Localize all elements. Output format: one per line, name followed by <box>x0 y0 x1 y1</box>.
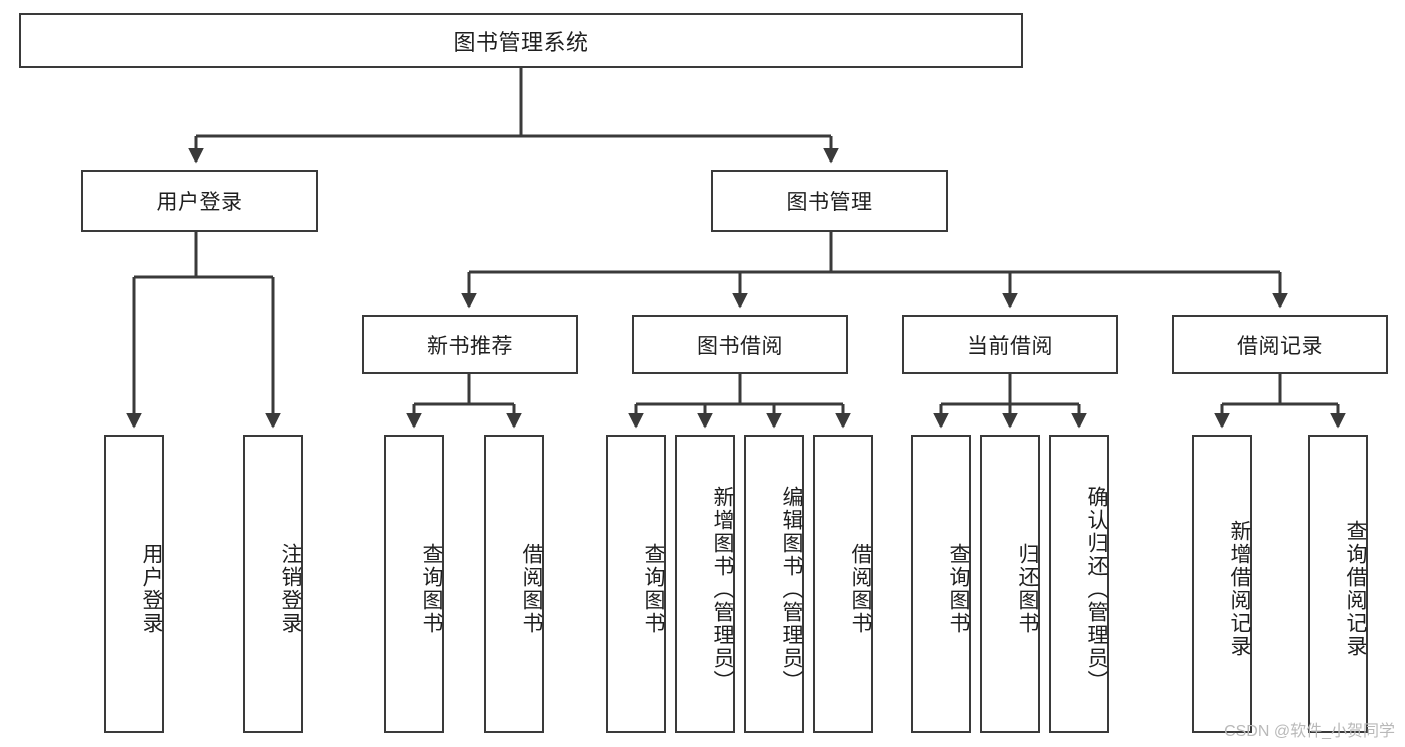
leaf-borrow-book-from-book-borrow[interactable]: 借阅图书 <box>813 435 873 733</box>
node-user-login[interactable]: 用户登录 <box>81 170 318 232</box>
node-label: 查询图书 <box>420 543 443 635</box>
leaf-edit-book-admin[interactable]: 编辑图书（管理员） <box>744 435 804 733</box>
node-label: 借阅图书 <box>849 543 872 635</box>
node-label: 用户登录 <box>140 543 163 635</box>
node-label: 借阅图书 <box>520 543 543 635</box>
node-label: 图书借阅 <box>697 334 783 358</box>
leaf-borrow-book-from-new-book[interactable]: 借阅图书 <box>484 435 544 733</box>
node-label: 归还图书 <box>1016 543 1039 635</box>
node-label: 注销登录 <box>279 543 302 635</box>
leaf-confirm-return-admin[interactable]: 确认归还（管理员） <box>1049 435 1109 733</box>
node-label: 用户登录 <box>156 191 243 214</box>
leaf-add-book-admin[interactable]: 新增图书（管理员） <box>675 435 735 733</box>
leaf-return-book[interactable]: 归还图书 <box>980 435 1040 733</box>
node-book-borrow[interactable]: 图书借阅 <box>632 315 848 374</box>
node-label: 图书管理 <box>786 191 873 214</box>
node-root-book-management-system[interactable]: 图书管理系统 <box>19 13 1023 68</box>
node-new-book-recommendation[interactable]: 新书推荐 <box>362 315 578 374</box>
node-borrow-record[interactable]: 借阅记录 <box>1172 315 1388 374</box>
leaf-query-book-from-book-borrow[interactable]: 查询图书 <box>606 435 666 733</box>
node-label: 借阅记录 <box>1237 334 1323 358</box>
leaf-user-login[interactable]: 用户登录 <box>104 435 164 733</box>
node-label: 查询图书 <box>947 543 970 635</box>
node-label: 新书推荐 <box>427 334 513 358</box>
node-label: 查询图书 <box>642 543 665 635</box>
node-label: 查询借阅记录 <box>1344 520 1367 658</box>
leaf-query-book-from-current-borrow[interactable]: 查询图书 <box>911 435 971 733</box>
leaf-query-book-from-new-book[interactable]: 查询图书 <box>384 435 444 733</box>
leaf-add-borrow-record[interactable]: 新增借阅记录 <box>1192 435 1252 733</box>
node-label: 新增借阅记录 <box>1228 520 1251 658</box>
csdn-watermark: CSDN @软件_小贺同学 <box>1224 723 1395 740</box>
node-label: 图书管理系统 <box>453 29 589 55</box>
node-book-management[interactable]: 图书管理 <box>711 170 948 232</box>
node-label: 当前借阅 <box>967 334 1053 358</box>
node-label: 新增图书（管理员） <box>711 485 734 693</box>
node-label: 编辑图书（管理员） <box>780 485 803 693</box>
node-label: 确认归还（管理员） <box>1085 485 1108 693</box>
leaf-logout[interactable]: 注销登录 <box>243 435 303 733</box>
leaf-query-borrow-record[interactable]: 查询借阅记录 <box>1308 435 1368 733</box>
node-current-borrow[interactable]: 当前借阅 <box>902 315 1118 374</box>
